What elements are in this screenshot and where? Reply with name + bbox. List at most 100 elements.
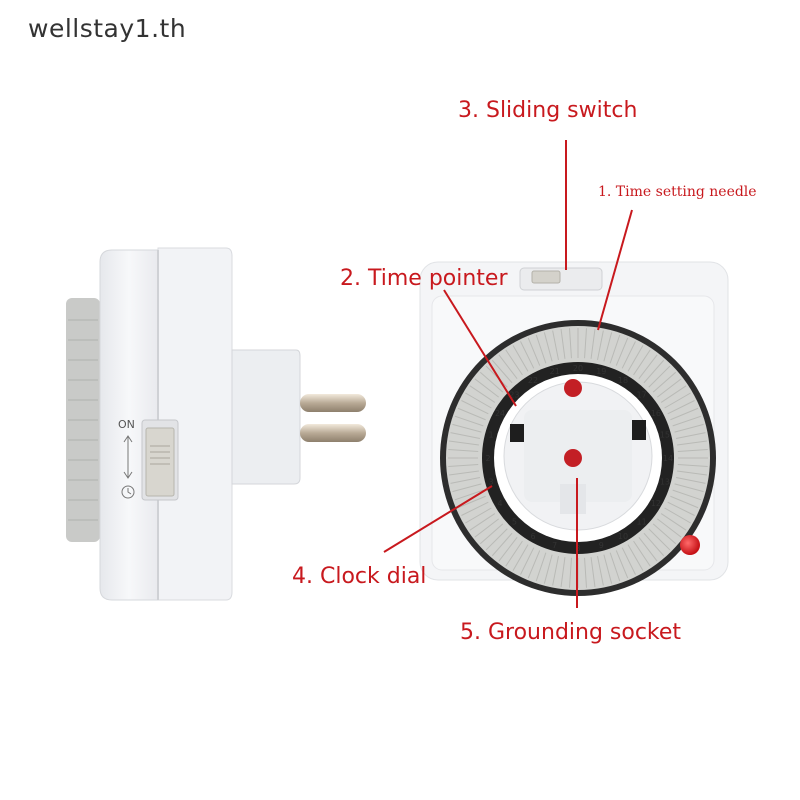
dial-segment bbox=[527, 550, 541, 579]
dial-segment bbox=[461, 400, 489, 415]
earth-clip-left bbox=[510, 424, 524, 442]
line-clock-dial bbox=[383, 485, 493, 553]
dial-segment bbox=[657, 518, 682, 538]
dial-segment bbox=[670, 495, 699, 509]
dial-segment bbox=[674, 483, 704, 493]
dial-hour-label: 12 bbox=[651, 499, 661, 508]
dial-hour-label: 22 bbox=[528, 376, 538, 385]
dial-segment bbox=[675, 477, 706, 484]
dial-hour-label: 1 bbox=[489, 431, 494, 440]
dial-segment bbox=[505, 349, 523, 376]
dial-segment bbox=[568, 328, 572, 359]
dial-segment bbox=[584, 328, 588, 359]
dial-segment bbox=[454, 489, 484, 501]
dial-segment bbox=[520, 547, 535, 575]
dial-segment bbox=[469, 385, 496, 403]
dial-hour-label: 15 bbox=[660, 431, 670, 440]
dial-segment bbox=[672, 489, 702, 501]
dial-segment bbox=[648, 528, 671, 551]
on-label: ON bbox=[118, 418, 135, 431]
dial-ring-segments bbox=[448, 328, 708, 588]
side-dial-ridges bbox=[68, 319, 98, 521]
dial-segment bbox=[672, 415, 702, 427]
dial-segment bbox=[479, 523, 504, 545]
side-housing-front bbox=[157, 247, 233, 601]
dial-segment bbox=[633, 540, 651, 567]
watermark: wellstay1.th bbox=[28, 14, 187, 43]
dial-segment bbox=[590, 329, 596, 359]
callout-grounding-socket: 5. Grounding socket bbox=[460, 620, 682, 645]
socket-hole-bottom bbox=[564, 449, 582, 467]
dial-segment bbox=[627, 544, 644, 571]
earth-clip-right bbox=[632, 420, 646, 440]
dial-segment bbox=[664, 507, 691, 524]
dial-segment bbox=[643, 359, 665, 384]
dial-hour-label: 17 bbox=[637, 390, 647, 399]
clock-icon bbox=[121, 485, 135, 499]
dial-segment bbox=[677, 448, 708, 452]
dial-segment bbox=[485, 528, 508, 551]
top-slider-knob[interactable] bbox=[531, 270, 561, 284]
dial-segment bbox=[633, 349, 651, 376]
dial-segment bbox=[491, 359, 513, 384]
dial-segment bbox=[520, 341, 535, 369]
dial-hour-label: 6 bbox=[530, 532, 535, 541]
dial-hour-label: 24 bbox=[495, 409, 505, 418]
dial-segment bbox=[552, 330, 559, 361]
callout-time-setting-needle: 1. Time setting needle bbox=[598, 184, 757, 200]
dial-hour-label: 10 bbox=[618, 532, 628, 541]
plug-shroud bbox=[231, 349, 301, 485]
dial-segment bbox=[615, 337, 629, 366]
dial-segment bbox=[584, 557, 588, 588]
dial-hour-label: 20 bbox=[573, 364, 583, 373]
plug-pin-top bbox=[300, 394, 366, 412]
dial-segment bbox=[597, 330, 604, 361]
dial-segment bbox=[457, 495, 486, 509]
dial-hour-label: 13 bbox=[660, 477, 670, 486]
dial-segment bbox=[543, 332, 553, 362]
dial-hour-label: 2 bbox=[485, 454, 490, 463]
dial-segment bbox=[677, 470, 707, 476]
dial-hour-label: 3 bbox=[489, 477, 494, 486]
dial-segment bbox=[560, 557, 566, 587]
dial-segment bbox=[638, 537, 658, 562]
dial-hour-label: 5 bbox=[512, 518, 517, 527]
dial-segment bbox=[638, 354, 658, 379]
dial-segment bbox=[512, 345, 529, 372]
dial-segment bbox=[527, 337, 541, 366]
side-view: ON bbox=[66, 247, 366, 601]
dial-segment bbox=[535, 552, 547, 582]
callout-sliding-switch: 3. Sliding switch bbox=[458, 98, 638, 123]
dial-segment bbox=[450, 477, 481, 484]
dial-segment bbox=[664, 392, 691, 409]
line-time-setting-needle bbox=[597, 209, 633, 331]
dial-segment bbox=[552, 555, 559, 586]
dial-segment bbox=[677, 440, 707, 446]
dial-segment bbox=[643, 532, 665, 557]
dial-segment bbox=[449, 440, 479, 446]
dial-segment bbox=[449, 470, 479, 476]
dial-segment bbox=[667, 501, 695, 516]
dial-hour-label: 19 bbox=[596, 367, 606, 376]
dial-segment bbox=[667, 400, 695, 415]
dial-segment bbox=[568, 557, 572, 588]
plug-pin-bottom bbox=[300, 424, 366, 442]
dial-segment bbox=[657, 378, 682, 398]
dial-segment bbox=[474, 518, 499, 538]
dial-segment bbox=[498, 537, 518, 562]
dial-segment bbox=[474, 378, 499, 398]
dial-segment bbox=[660, 513, 687, 531]
indicator-light bbox=[680, 535, 700, 555]
dial-segment bbox=[479, 371, 504, 393]
dial-hour-label: 7 bbox=[552, 541, 557, 550]
dial-segment bbox=[452, 423, 482, 433]
side-slider-knob[interactable] bbox=[145, 427, 175, 497]
dial-segment bbox=[603, 554, 613, 584]
dial-segment bbox=[652, 371, 677, 393]
dial-segment bbox=[505, 540, 523, 567]
dial-segment bbox=[457, 407, 486, 421]
